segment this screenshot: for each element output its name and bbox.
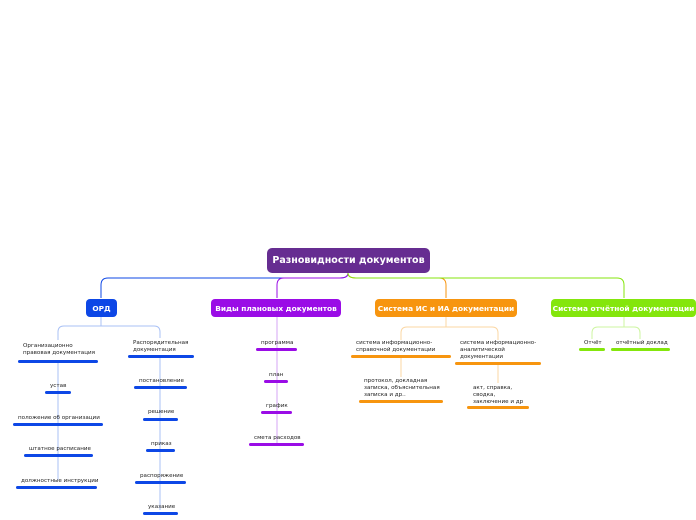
underline-bar: [128, 355, 194, 358]
underline-bar: [455, 362, 541, 365]
leaf-dolzhnostnye[interactable]: должностные инструкции: [21, 478, 99, 484]
underline-bar: [579, 348, 605, 351]
underline-bar: [45, 391, 71, 394]
underline-bar: [143, 418, 178, 421]
underline-bar: [16, 486, 97, 489]
leaf-smeta[interactable]: смета расходов: [254, 435, 301, 441]
leaf-otchetny-doklad[interactable]: отчётный доклад: [616, 340, 668, 346]
connector-report-right: [623, 317, 641, 339]
connector-is-right: [445, 317, 499, 340]
underline-bar: [134, 386, 187, 389]
underline-bar: [359, 400, 443, 403]
underline-bar: [611, 348, 670, 351]
branch-plan-docs[interactable]: Виды плановых документов: [211, 299, 341, 317]
leaf-ukazanie[interactable]: указание: [148, 504, 176, 510]
leaf-shtatnoe[interactable]: штатное расписание: [29, 446, 91, 452]
group-administrative[interactable]: Распорядительная документация: [133, 340, 189, 353]
branch-report-docs[interactable]: Система отчётной документации: [551, 299, 696, 317]
connector-root-ord: [100, 272, 349, 298]
underline-bar: [13, 423, 103, 426]
root-node[interactable]: Разновидности документов: [267, 248, 430, 273]
leaf-prikaz[interactable]: приказ: [151, 441, 172, 447]
underline-bar: [146, 449, 175, 452]
underline-bar: [18, 360, 98, 363]
leaf-polozhenie[interactable]: положение об организации: [18, 415, 100, 421]
connector-root-report: [347, 272, 625, 298]
leaf-programma[interactable]: программа: [261, 340, 294, 346]
group-info-reference[interactable]: система информационно- справочной докуме…: [356, 340, 436, 353]
underline-bar: [249, 443, 304, 446]
underline-bar: [351, 355, 451, 358]
branch-ord[interactable]: ОРД: [86, 299, 117, 317]
connector-is-left: [400, 317, 447, 340]
underline-bar: [467, 406, 529, 409]
group-org-legal[interactable]: Организационно правовая документация: [23, 343, 96, 356]
connector-root-plan: [276, 272, 349, 298]
leaf-plan[interactable]: план: [269, 372, 284, 378]
leaf-rasporyazhenie[interactable]: распоряжение: [140, 473, 184, 479]
branch-is-ia-docs[interactable]: Система ИС и ИА документации: [375, 299, 517, 317]
leaf-reshenie[interactable]: решение: [148, 409, 175, 415]
connector-ord-rasp: [100, 317, 161, 338]
underline-bar: [24, 454, 93, 457]
underline-bar: [261, 411, 292, 414]
underline-bar: [143, 512, 178, 515]
underline-bar: [135, 481, 186, 484]
connector-ord-org: [57, 317, 102, 340]
group-info-analytical[interactable]: система информационно- аналитической док…: [460, 340, 537, 360]
leaf-akt[interactable]: акт, справка, сводка, заключение и др: [473, 385, 524, 405]
leaf-otchet[interactable]: Отчёт: [584, 340, 602, 346]
underline-bar: [256, 348, 297, 351]
underline-bar: [264, 380, 288, 383]
leaf-postanovlenie[interactable]: постановление: [139, 378, 184, 384]
leaf-ustav[interactable]: устав: [50, 383, 67, 389]
leaf-protokol[interactable]: протокол, докладная записка, объяснитель…: [364, 378, 440, 398]
connector-root-is: [347, 272, 447, 298]
leaf-grafik[interactable]: график: [266, 403, 288, 409]
connector-report-left: [591, 317, 625, 339]
